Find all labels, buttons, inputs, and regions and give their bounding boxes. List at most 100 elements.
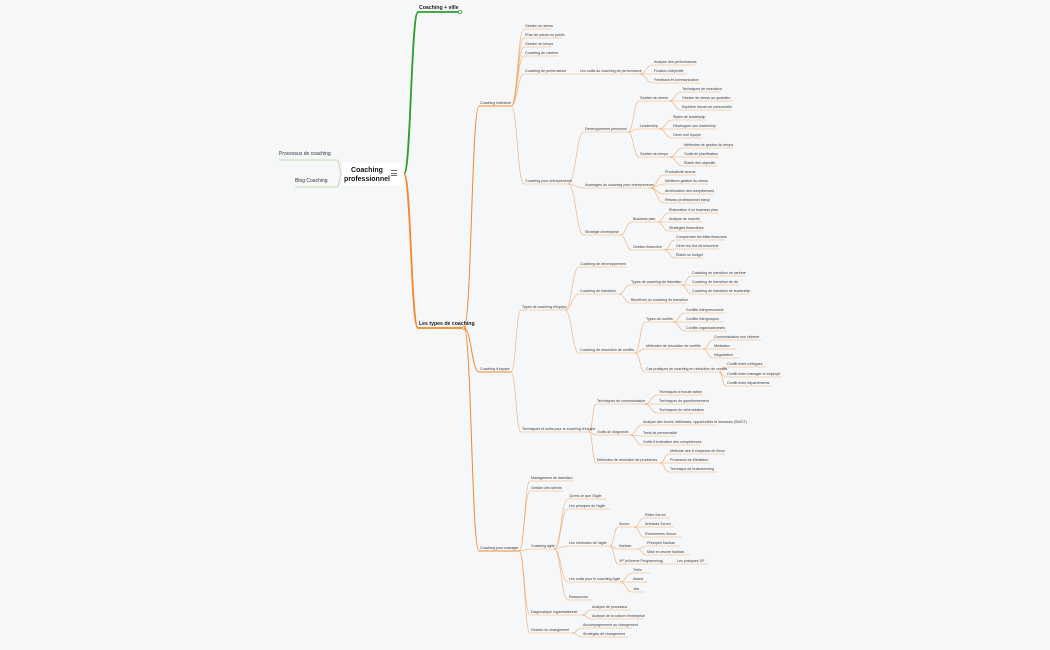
mind-map-node[interactable]: Qu'est ce que l'Agile — [569, 493, 602, 498]
mind-map-node[interactable]: Communication non violente — [714, 334, 760, 339]
mind-map-node[interactable]: Kanban — [619, 543, 632, 548]
mind-map-node[interactable]: Méthodes de gestion du temps — [684, 142, 734, 147]
mind-map-node[interactable]: Accompagnement au changement — [583, 622, 638, 627]
mind-map-node[interactable]: Amélioration des compétences — [665, 188, 715, 193]
mind-map-node[interactable]: Meilleure gestion du stress — [665, 178, 708, 183]
mind-map-node[interactable]: Événements Scrum — [645, 531, 677, 536]
mind-map-node[interactable]: Gestion du temps — [640, 151, 669, 156]
mind-map-node[interactable]: Coaching de transition de vie — [692, 279, 739, 284]
mind-map-node[interactable]: Productivité accrue — [665, 169, 696, 174]
mind-map-node[interactable]: Fixation d'objectifs — [654, 68, 684, 73]
mind-map-node[interactable]: Analyse de processus — [592, 604, 628, 609]
mind-map-node[interactable]: Techniques de communication — [597, 398, 646, 403]
mind-map-node[interactable]: Outils d'évaluation des compétences — [643, 439, 702, 444]
mind-map-node[interactable]: Coaching agile — [531, 543, 555, 548]
mind-map-node[interactable]: Élaboration d'un business plan — [669, 207, 718, 212]
mind-map-node[interactable]: Gestion du stress au quotidien — [682, 95, 731, 100]
mind-map-node[interactable]: Gestion du stress — [525, 23, 553, 28]
mind-map-node[interactable]: Gestion du stress — [640, 95, 668, 100]
mind-map-node[interactable]: Styles de leadership — [673, 114, 706, 119]
mind-map-node[interactable]: Types de coaching de transition — [631, 279, 682, 284]
mind-map-node[interactable]: Méthode des 6 chapeaux de Bono — [670, 448, 725, 453]
mind-map-node[interactable]: Réseau professionnel élargi — [665, 197, 710, 202]
mind-map-node[interactable]: Analyse des performances — [654, 59, 697, 64]
mind-map-node[interactable]: Stratégies financières — [669, 225, 704, 230]
mind-map-node[interactable]: Processus de Médiation — [670, 457, 709, 462]
mind-map-node[interactable]: Gérer une équipe — [673, 132, 701, 137]
mind-map-node[interactable]: Méthodes de résolution de conflits — [646, 343, 701, 348]
mind-map-node[interactable]: Prise de parole en public — [525, 32, 565, 37]
mind-map-node[interactable]: Coaching de transition de carrière — [692, 270, 746, 275]
mind-map-node[interactable]: Conflits interpersonnels — [686, 307, 724, 312]
mind-map-node[interactable]: Stratégie d'entreprise — [585, 229, 620, 234]
mind-map-node[interactable]: Outils de planification — [684, 151, 719, 156]
mind-map-node[interactable]: Outils de diagnostic — [597, 429, 629, 434]
mind-map-node[interactable]: Coaching individuel — [480, 100, 512, 105]
mind-map-node[interactable]: Analyse de marché — [669, 216, 700, 221]
mind-map-node[interactable]: Analyse des forces, faiblesses, opportun… — [643, 419, 747, 424]
mind-map-node[interactable]: Établir un budget — [676, 252, 704, 257]
mind-map-node[interactable]: Trello — [633, 567, 642, 572]
mind-map-node[interactable]: Rôles Scrum — [645, 512, 666, 517]
mind-map-node[interactable]: Coaching de transition — [580, 288, 616, 293]
mind-map-node[interactable]: Conflit entre collègues — [727, 361, 763, 366]
mind-map-node[interactable]: Stratégies de changement — [583, 631, 625, 636]
mind-map-node[interactable]: Management de transition — [531, 475, 573, 480]
mind-map-node[interactable]: Analyse de la culture d'entreprise — [592, 613, 646, 618]
mind-map-node[interactable]: Techniques de reformulation — [659, 407, 705, 412]
mind-map-node[interactable]: Établir des objectifs — [684, 160, 716, 165]
mind-map-node[interactable]: Conflits intergroupes — [686, 316, 719, 321]
mind-map-node[interactable]: Coaching de développement — [580, 261, 626, 266]
mind-map-node[interactable]: Conflits organisationnels — [686, 325, 726, 330]
mind-map-node[interactable]: Techniques de questionnement — [659, 398, 709, 403]
mind-map-node[interactable]: Gestion financière — [633, 244, 662, 249]
mind-map-node[interactable]: Méthodes de résolution de problèmes — [597, 457, 658, 462]
left-branch-node[interactable]: Processus de coaching — [279, 151, 331, 157]
mind-map-node[interactable]: Cas pratiques de coaching en résolution … — [646, 366, 728, 371]
mind-map-node[interactable]: Les pratiques XP — [677, 558, 705, 563]
mind-map-node[interactable]: Techniques de relaxation — [682, 86, 722, 91]
mind-map-node[interactable]: Coaching pour entrepreneurs — [525, 178, 572, 183]
mind-map-node[interactable]: Conflit entre départements — [727, 380, 770, 385]
mind-map-node[interactable]: Coaching de carrière — [525, 50, 559, 55]
mind-map-node[interactable]: Ressources — [569, 594, 588, 599]
mind-map-node[interactable]: Mise en œuvre Kanban — [647, 549, 685, 554]
mind-map-node[interactable]: Scrum — [619, 521, 630, 526]
mind-map-node[interactable]: Comprendre les états financiers — [676, 234, 727, 239]
root-node[interactable] — [342, 163, 404, 185]
mind-map-node[interactable]: Coaching pour manager — [480, 545, 519, 550]
mind-map-node[interactable]: Négociation — [714, 352, 733, 357]
mind-map-node[interactable]: Les outils du coaching de performance — [580, 68, 642, 73]
mind-map-node[interactable]: Equilibre travail-vie personnelle — [682, 104, 732, 109]
mind-map-node[interactable]: Technique de brainstorming — [670, 466, 715, 471]
mind-map-node[interactable]: Business plan — [633, 216, 656, 221]
mind-map-node[interactable]: Les outils pour le coaching Agile — [569, 576, 621, 581]
mind-map-node[interactable]: Feedback et communication — [654, 77, 699, 82]
mind-map-node[interactable]: Bénéfices du coaching de transition — [631, 297, 688, 302]
mind-map-node[interactable]: Les méthodes de l'agile — [569, 540, 607, 545]
mind-map-node[interactable]: Gestion du temps — [525, 41, 554, 46]
mind-map-node[interactable]: Développement personnel — [585, 126, 627, 131]
mind-map-node[interactable]: Coaching de résolution de conflits — [580, 347, 634, 352]
mind-map-node[interactable]: Techniques et outils pour le coaching d'… — [522, 426, 596, 431]
mind-map-node[interactable]: Coaching de transition de leadership — [692, 288, 751, 293]
left-branch-node[interactable]: Blog Coaching — [295, 178, 328, 184]
mind-map-node[interactable]: XP (eXtreme Programming) — [619, 558, 664, 563]
mind-map-node[interactable]: Coaching d'équipe — [480, 366, 510, 371]
mind-map-node[interactable]: Types de conflits — [646, 316, 673, 321]
mind-map-node[interactable]: Gestion des talents — [531, 485, 562, 490]
top-level-node[interactable]: Les types de coaching — [419, 321, 475, 327]
top-level-node[interactable]: Coaching + ville — [419, 5, 459, 11]
mind-map-node[interactable]: Diagnostique organisationnel — [531, 609, 578, 614]
mind-map-node[interactable]: Jira — [633, 586, 639, 591]
mind-map-node[interactable]: Coaching de performance — [525, 68, 567, 73]
mind-map-node[interactable]: Leadership — [640, 123, 658, 128]
mind-map-node[interactable]: Types de coaching d'équipe — [522, 304, 567, 309]
mind-map-node[interactable]: Conflit entre manager et employé — [727, 371, 781, 376]
mind-map-node[interactable]: Techniques d'écoute active — [659, 389, 703, 394]
mind-map-node[interactable]: Asana — [633, 576, 644, 581]
mind-map-node[interactable]: Artefacts Scrum — [645, 521, 671, 526]
mind-map-node[interactable]: Gérer les flux de trésorerie — [676, 243, 719, 248]
mind-map-node[interactable]: Développer son leadership — [673, 123, 716, 128]
mind-map-node[interactable]: Principes Kanban — [647, 540, 676, 545]
